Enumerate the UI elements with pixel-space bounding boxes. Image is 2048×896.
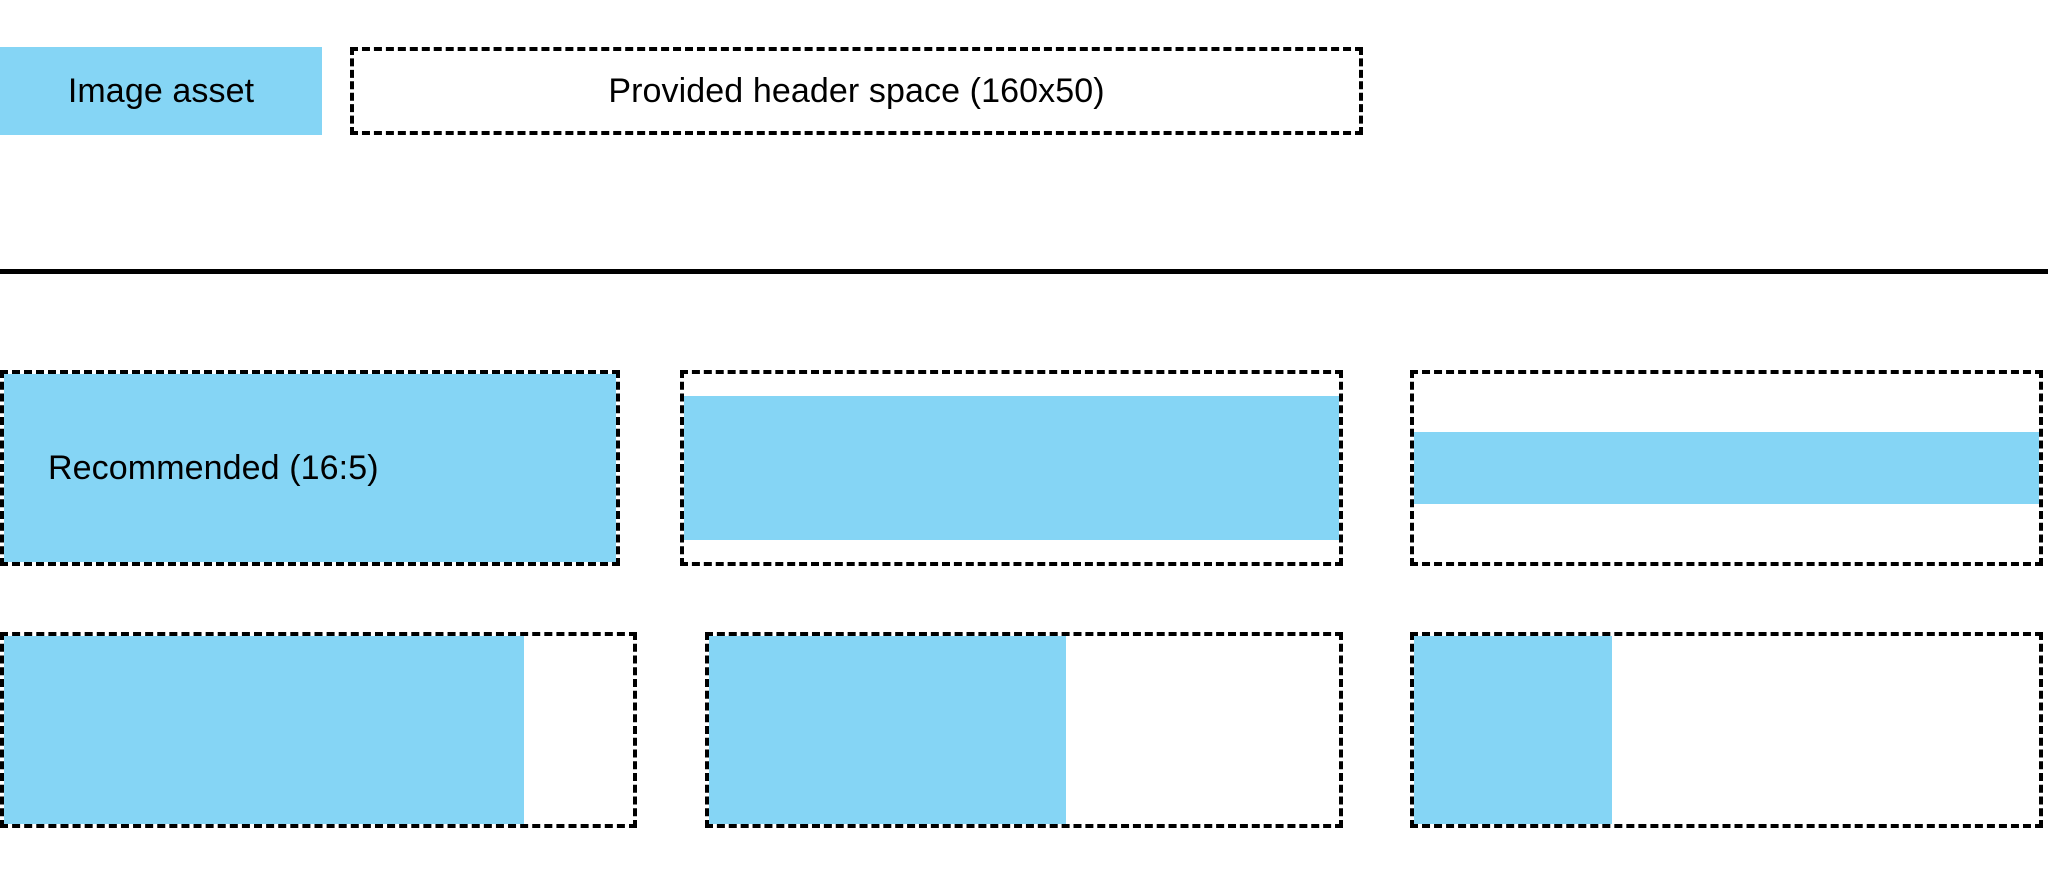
ratio-cell-vertical-inset (680, 370, 1343, 566)
image-fill-vertical-inset (684, 396, 1339, 540)
ratio-cell-recommended: Recommended (16:5) (0, 370, 620, 566)
width-fill-row (0, 632, 2048, 828)
section-divider (0, 269, 2048, 274)
provided-header-space-label: Provided header space (160x50) (608, 72, 1105, 110)
image-fill-center-band (1414, 432, 2039, 504)
width-cell-narrow (1410, 632, 2043, 828)
width-cell-wide (0, 632, 637, 828)
header-example-row: Image asset Provided header space (160x5… (0, 47, 2048, 135)
ratio-cell-center-band (1410, 370, 2043, 566)
image-fill-left-medium (709, 636, 1066, 824)
image-fill-full (4, 374, 616, 562)
provided-header-space-box: Provided header space (160x50) (350, 47, 1363, 135)
aspect-ratio-row: Recommended (16:5) (0, 370, 2048, 566)
image-asset-swatch: Image asset (0, 47, 322, 135)
image-fill-left-wide (4, 636, 524, 824)
image-asset-label: Image asset (67, 72, 255, 110)
image-fill-left-narrow (1414, 636, 1612, 824)
recommended-ratio-label: Recommended (16:5) (48, 449, 379, 487)
width-cell-medium (705, 632, 1343, 828)
